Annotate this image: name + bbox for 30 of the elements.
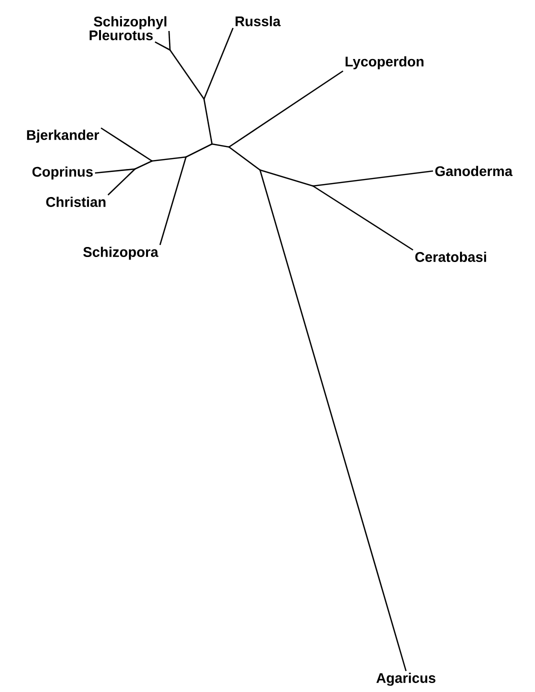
branch-line bbox=[203, 98, 213, 144]
taxon-label: Schizophyl bbox=[94, 16, 166, 30]
taxon-label: Coprinus bbox=[32, 166, 93, 180]
branch-line bbox=[159, 156, 187, 246]
branch-line bbox=[134, 160, 152, 170]
branch-line bbox=[312, 185, 414, 251]
branch-line bbox=[154, 41, 170, 51]
taxon-label: Agaricus bbox=[376, 672, 436, 686]
branch-line bbox=[152, 156, 186, 162]
branch-line bbox=[168, 30, 171, 50]
taxon-label: Bjerkander bbox=[27, 130, 100, 143]
taxon-label: Russla bbox=[236, 16, 281, 26]
branch-line bbox=[259, 170, 407, 672]
taxon-label: Christian bbox=[46, 196, 106, 207]
branch-line bbox=[212, 143, 230, 148]
branch-line bbox=[186, 143, 212, 158]
branch-line bbox=[100, 127, 152, 162]
branch-line bbox=[312, 170, 434, 187]
taxon-label: Pleurotus bbox=[90, 30, 153, 40]
taxon-label: Lycoperdon bbox=[346, 56, 424, 70]
branch-line bbox=[169, 50, 205, 100]
branch-line bbox=[108, 168, 136, 196]
branch-line bbox=[228, 70, 344, 148]
branch-line bbox=[228, 146, 260, 171]
branch-line bbox=[260, 169, 314, 187]
taxon-label: Ceratobasi bbox=[415, 252, 486, 262]
branch-line bbox=[203, 28, 234, 100]
taxon-label: Schizopora bbox=[83, 246, 158, 260]
taxon-label: Ganoderma bbox=[435, 166, 513, 176]
branch-line bbox=[94, 168, 136, 174]
